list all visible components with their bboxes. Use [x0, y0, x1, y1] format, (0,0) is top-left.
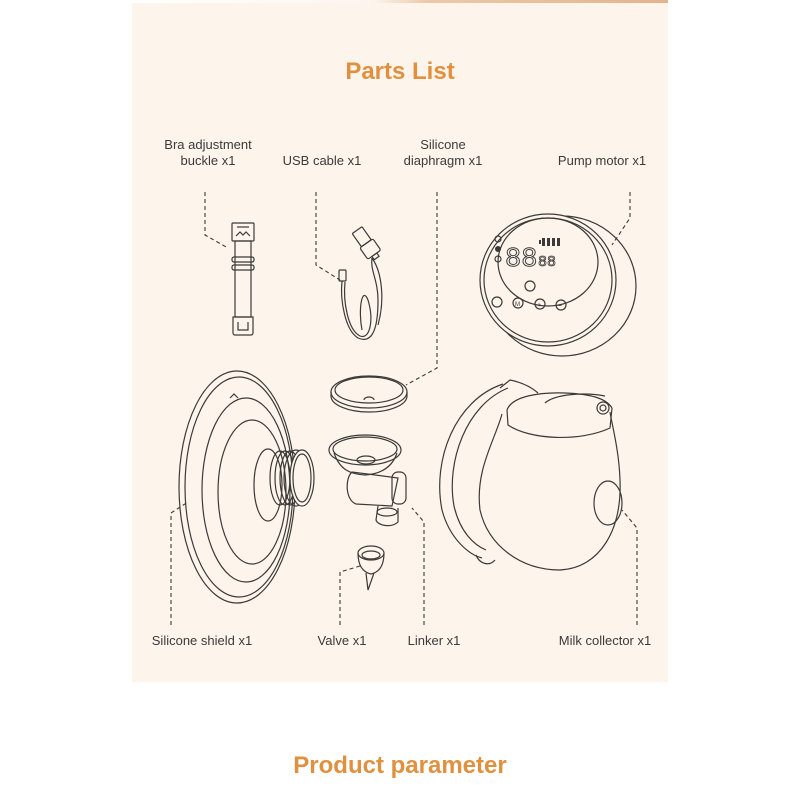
svg-text:−: − [558, 303, 562, 310]
top-photo-edge [132, 0, 668, 4]
leader-lines [170, 192, 638, 625]
pump-motor-illustration: 88 88 M + − [479, 213, 637, 357]
label-milk-collector: Milk collector x1 [558, 633, 652, 648]
parts-list-title: Parts List [345, 58, 455, 85]
valve-illustration [357, 545, 385, 591]
label-silicone-shield: Silicone shield x1 [151, 633, 253, 648]
display-main-digits: 88 [505, 245, 537, 275]
minus-button-icon [555, 299, 567, 311]
plus-button-icon [534, 298, 546, 310]
parts-list-panel [132, 3, 668, 682]
svg-text:M: M [515, 302, 520, 308]
linker-illustration [328, 434, 407, 527]
label-bra-buckle: Bra adjustment buckle x1 [164, 137, 252, 168]
svg-text:+: + [537, 302, 541, 309]
label-pump-motor: Pump motor x1 [557, 153, 647, 168]
milk-collector-illustration [439, 379, 623, 571]
bra-buckle-illustration [231, 222, 255, 336]
light-icon [524, 280, 536, 292]
silicone-diaphragm-illustration [330, 375, 408, 413]
usb-cable-illustration [338, 226, 383, 340]
power-button-icon [491, 296, 503, 308]
label-silicone-diaphragm: Silicone diaphragm x1 [403, 137, 483, 168]
display-small-digits: 88 [538, 254, 556, 271]
label-valve: Valve x1 [317, 633, 367, 648]
battery-icon [539, 238, 560, 246]
label-linker: Linker x1 [407, 633, 461, 648]
product-parameter-title: Product parameter [293, 752, 507, 779]
label-usb-cable: USB cable x1 [282, 153, 362, 168]
silicone-shield-illustration [178, 370, 315, 604]
mode-button-icon [512, 297, 524, 309]
